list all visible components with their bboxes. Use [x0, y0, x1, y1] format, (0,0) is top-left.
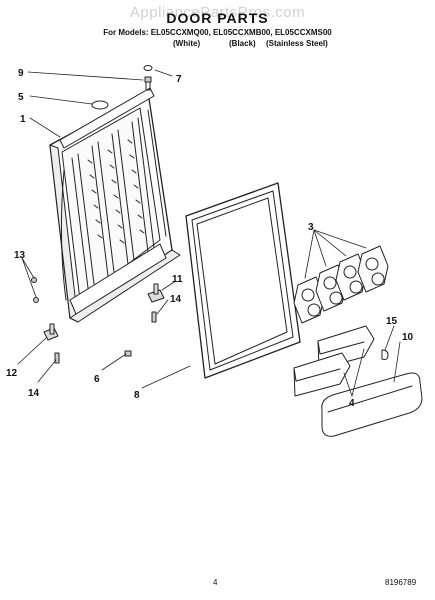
variant-white: (White): [173, 39, 201, 48]
callout-8: 8: [134, 390, 140, 401]
lower-screw: [54, 352, 60, 364]
small-screw: [151, 311, 157, 323]
door-bins: [293, 325, 375, 397]
clip-part: [381, 349, 389, 360]
variant-black: (Black): [229, 39, 256, 48]
oval-label-part: [91, 100, 109, 110]
callout-14-upper: 14: [170, 294, 182, 305]
callout-3: 3: [308, 222, 314, 233]
callout-labels: 9 7 5 1 13 3 11 14 12 14 6 8 15 10 4: [6, 68, 414, 409]
lower-hinge-pin: [43, 323, 59, 341]
callout-5: 5: [18, 92, 24, 103]
callout-7: 7: [176, 74, 182, 85]
inner-door-panel: [49, 87, 181, 323]
leader-lines: [17, 69, 401, 397]
rack-parts: [293, 245, 389, 324]
callout-10: 10: [402, 332, 414, 343]
callout-15: 15: [386, 316, 398, 327]
screw-part: [144, 76, 152, 91]
callout-13: 13: [14, 250, 26, 261]
variant-stainless: (Stainless Steel): [266, 39, 328, 48]
callout-1: 1: [20, 114, 26, 125]
callout-9: 9: [18, 68, 24, 79]
callout-4: 4: [349, 398, 355, 409]
callout-6: 6: [94, 374, 100, 385]
door-rail: [321, 372, 423, 437]
document-number: 8196789: [385, 578, 417, 587]
callout-11: 11: [172, 274, 183, 285]
models-line: For Models: EL05CCXMQ00, EL05CCXMB00, EL…: [103, 28, 332, 37]
watermark: AppliancePartsPros.com: [129, 4, 306, 21]
callout-12: 12: [6, 368, 18, 379]
screw-pair: [31, 277, 39, 303]
upper-hinge-bracket: [147, 283, 165, 303]
door-gasket: [185, 182, 301, 379]
page-title: DOOR PARTS: [166, 10, 269, 26]
plug-part: [143, 65, 153, 71]
hole-plug-part: [124, 350, 132, 357]
callout-14-lower: 14: [28, 388, 40, 399]
page-number: 4: [213, 578, 218, 587]
